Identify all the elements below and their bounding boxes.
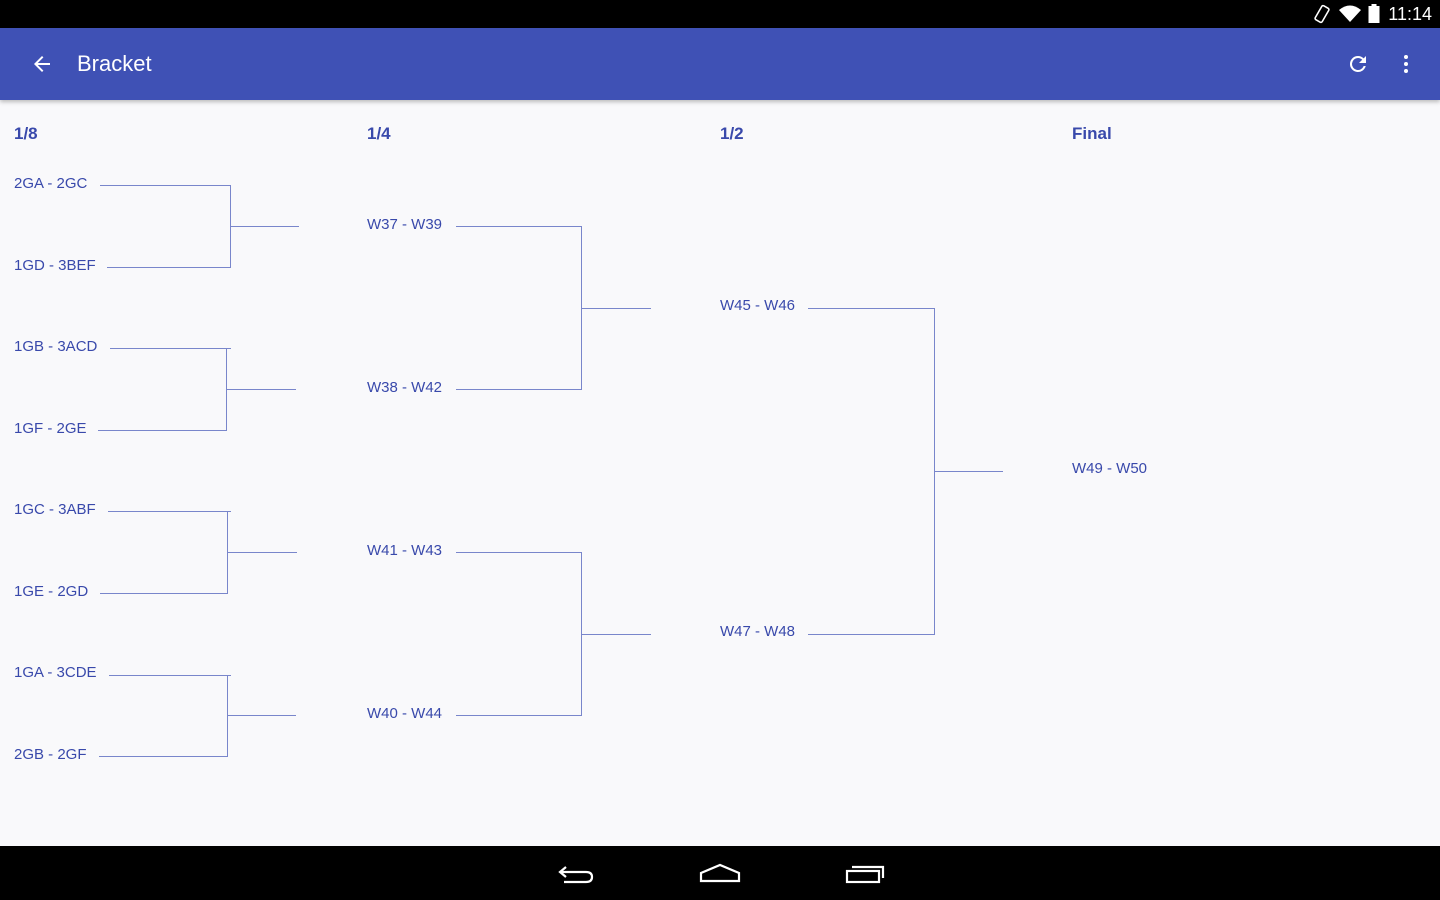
wifi-icon [1339,5,1362,22]
match-r16-6[interactable]: 1GE - 2GD [14,583,89,600]
connector-qf-2 [456,552,582,716]
round-title-1-8: 1/8 [14,124,38,143]
match-qf-3[interactable]: W41 - W43 [367,542,443,559]
connector-r16-4 [99,675,231,757]
page-title: Bracket [77,51,152,76]
app-bar: Bracket [0,28,1440,100]
connector-qf-1 [456,226,582,390]
status-icons: 11:14 [1312,0,1432,28]
match-final[interactable]: W49 - W50 [1072,460,1148,477]
refresh-icon [1349,55,1366,72]
match-r16-1[interactable]: 2GA - 2GC [14,175,88,192]
match-sf-1[interactable]: W45 - W46 [720,297,796,314]
bracket-lines [98,185,1003,757]
refresh-button[interactable] [1336,42,1380,86]
overflow-menu-button[interactable] [1384,42,1428,86]
nav-back-button[interactable] [536,846,616,900]
back-button[interactable] [20,42,64,86]
battery-icon [1368,4,1380,23]
match-qf-2[interactable]: W38 - W42 [367,379,443,396]
match-qf-4[interactable]: W40 - W44 [367,705,443,722]
connector-sf [808,308,935,635]
round-title-1-2: 1/2 [720,124,744,143]
match-r16-2[interactable]: 1GD - 3BEF [14,257,96,274]
rotation-lock-icon [1314,4,1330,24]
match-r16-5[interactable]: 1GC - 3ABF [14,501,96,518]
back-nav-icon [558,866,594,884]
match-r16-7[interactable]: 1GA - 3CDE [14,664,97,681]
nav-recents-button[interactable] [825,846,905,900]
status-bar: 11:14 [0,0,1440,28]
match-r16-4[interactable]: 1GF - 2GE [14,420,87,437]
round-title-1-4: 1/4 [367,124,391,143]
recents-nav-icon [845,865,885,884]
nav-bar [0,846,1440,900]
home-nav-icon [699,863,741,883]
connector-r16-3 [100,511,231,594]
back-arrow-icon [34,56,50,72]
connector-r16-2 [98,348,231,431]
status-time: 11:14 [1388,3,1432,24]
more-vert-icon [1404,55,1408,73]
round-title-final: Final [1072,124,1112,143]
match-r16-3[interactable]: 1GB - 3ACD [14,338,98,355]
bracket: 1/8 1/4 1/2 Final 2GA - 2GC 1GD - 3BEF 1… [0,100,1440,846]
connector-r16-1 [100,185,231,268]
match-sf-2[interactable]: W47 - W48 [720,623,796,640]
match-qf-1[interactable]: W37 - W39 [367,216,443,233]
match-r16-8[interactable]: 2GB - 2GF [14,746,87,763]
nav-home-button[interactable] [680,846,760,900]
